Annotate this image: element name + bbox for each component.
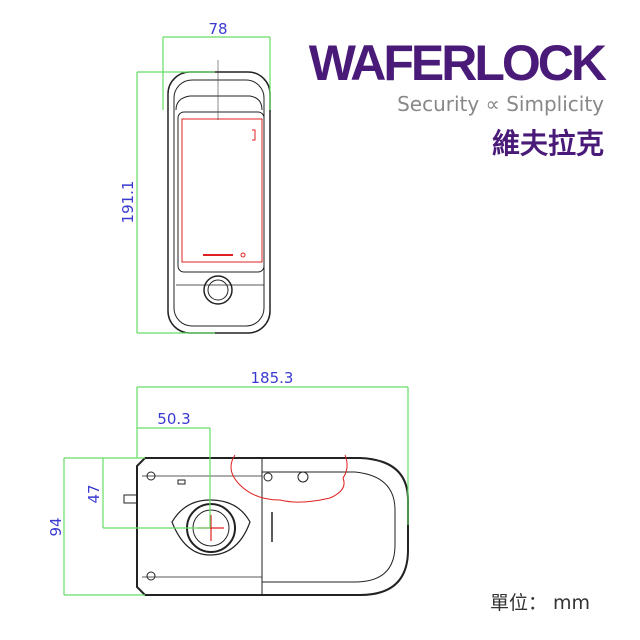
waferlock-logo: WAFERLOCK [308,35,607,91]
brand-block: WAFERLOCK Security ∝ Simplicity 維夫拉克 [308,35,607,162]
front-dimension-lines [136,36,271,334]
brand-chinese-name: 維夫拉克 [491,127,604,160]
side-cutaway-outline [230,454,348,503]
side-dimension-lines [63,386,409,596]
front-view-lock [167,71,271,334]
fingerprint-button [203,275,233,305]
front-screen-outline [181,118,263,263]
side-cylinder-offset-label: 50.3 [157,410,190,428]
side-length-label: 185.3 [251,369,294,387]
front-width-label: 78 [208,20,227,38]
brand-tagline: Security ∝ Simplicity [397,92,604,116]
front-height-label: 191.1 [119,181,137,224]
side-cylinder-height-label: 47 [85,484,103,503]
unit-label: 單位： mm [490,592,591,614]
side-view-lock [123,457,409,596]
side-height-label: 94 [47,517,65,536]
